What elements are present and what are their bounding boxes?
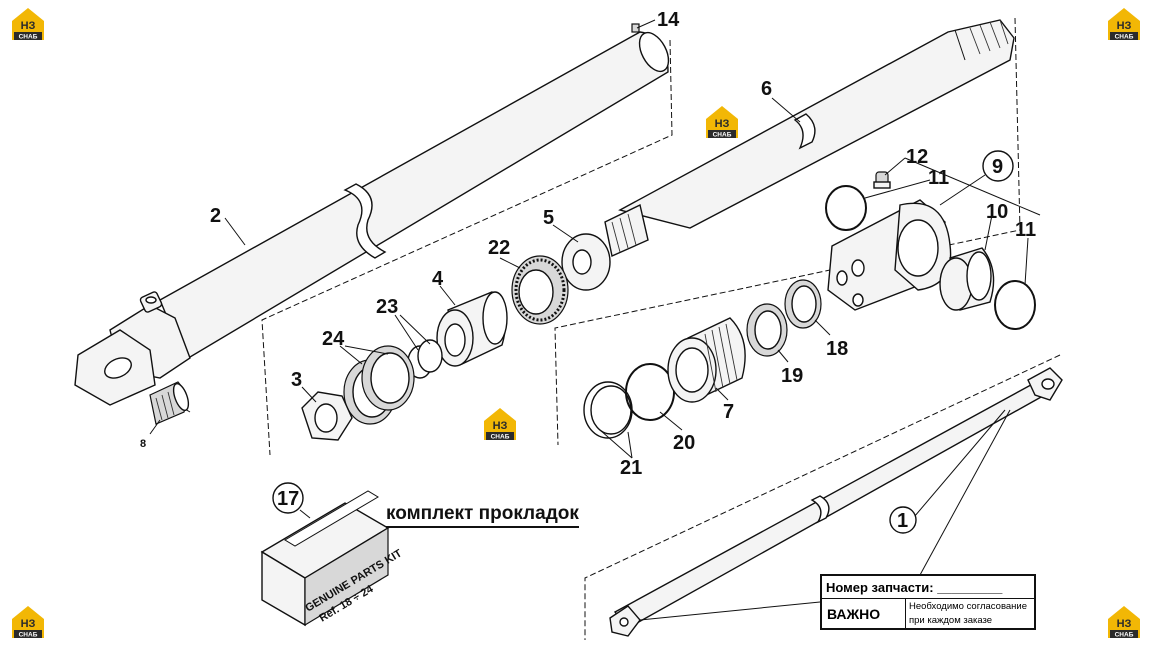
part-11-snap-ring-left	[825, 185, 867, 231]
callout-20: 20	[673, 432, 695, 454]
part-4-piston	[436, 291, 508, 367]
callout-5: 5	[543, 207, 554, 229]
part-5-spacer	[561, 233, 611, 291]
part-8-bushing	[149, 381, 190, 425]
callout-10: 10	[986, 201, 1008, 223]
logo-text-top: НЗ	[21, 20, 36, 32]
part-1-cylinder-assembly	[609, 367, 1063, 637]
logo-text-top: НЗ	[1117, 20, 1132, 32]
brand-logo-top-left: НЗ СНАБ	[10, 6, 46, 42]
callout-7: 7	[723, 401, 734, 423]
part-10-bushing	[939, 247, 995, 311]
callout-12: 12	[906, 146, 928, 168]
callout-11-left: 11	[928, 167, 949, 189]
logo-text-top: НЗ	[21, 618, 36, 630]
callout-22: 22	[488, 237, 510, 259]
callout-2: 2	[210, 205, 221, 227]
logo-text-bottom: СНАБ	[19, 632, 38, 639]
part-19-seal	[746, 303, 788, 357]
callout-17: 17	[277, 488, 299, 510]
callout-8: 8	[140, 438, 146, 450]
logo-text-top: НЗ	[715, 118, 730, 130]
callout-6: 6	[761, 78, 772, 100]
part-21-ring	[583, 381, 633, 439]
callout-9-circle	[982, 150, 1014, 182]
part-23-rings	[407, 339, 443, 379]
callout-19: 19	[781, 365, 803, 387]
part-number-field: Номер запчасти: _________	[822, 576, 1034, 599]
brand-logo-bottom-right: НЗ СНАБ	[1106, 604, 1142, 640]
callout-18: 18	[826, 338, 848, 360]
callout-17-circle	[272, 482, 304, 514]
logo-text-bottom: СНАБ	[19, 34, 38, 41]
brand-logo-top-right: НЗ СНАБ	[1106, 6, 1142, 42]
callout-4: 4	[432, 268, 444, 290]
part-3-nut	[301, 391, 353, 441]
callout-1-circle	[889, 506, 917, 534]
part-9-clevis-head	[827, 171, 952, 311]
callout-9: 9	[992, 156, 1003, 178]
callout-11-right: 11	[1015, 219, 1036, 241]
part-17-gasket-kit-box: GENUINE PARTS KIT Ref. 18 ÷ 24	[260, 490, 404, 627]
important-label: ВАЖНО	[822, 599, 906, 629]
part-7-cylinder-head	[667, 317, 746, 403]
leader-lines	[149, 19, 1041, 621]
callout-numbers: 2 14 6 5 22 4 23 24 3 8 21 20 7 19 18 12…	[140, 9, 1036, 534]
order-note: Необходимо согласование при каждом заказ…	[909, 601, 1027, 626]
logo-text-bottom: СНАБ	[1115, 632, 1134, 639]
part-2-cylinder-barrel	[74, 23, 670, 406]
part-info-table: Номер запчасти: _________ ВАЖНО Необходи…	[820, 574, 1036, 630]
callout-23: 23	[376, 296, 398, 318]
logo-text-bottom: СНАБ	[1115, 34, 1134, 41]
part-6-piston-rod	[604, 19, 1015, 257]
part-11-snap-ring-right	[994, 280, 1036, 330]
brand-logo-bottom-left: НЗ СНАБ	[10, 604, 46, 640]
logo-text-top: НЗ	[493, 420, 508, 432]
gasket-kit-label: комплект прокладок	[386, 503, 579, 528]
logo-text-top: НЗ	[1117, 618, 1132, 630]
callout-1: 1	[897, 510, 908, 532]
logo-text-bottom: СНАБ	[491, 434, 510, 441]
part-18-seal	[784, 279, 822, 329]
part-22-seal	[511, 255, 569, 325]
callout-24: 24	[322, 328, 345, 350]
callout-21: 21	[620, 457, 642, 479]
callout-14: 14	[657, 9, 680, 31]
brand-logo-center: НЗ СНАБ	[704, 104, 740, 140]
part-24-rings	[343, 345, 415, 425]
brand-logo-middle: НЗ СНАБ	[482, 406, 518, 442]
part-20-o-ring	[625, 363, 675, 421]
important-row: ВАЖНО Необходимо согласование при каждом…	[822, 599, 1034, 629]
callout-3: 3	[291, 369, 302, 391]
logo-text-bottom: СНАБ	[713, 132, 732, 139]
